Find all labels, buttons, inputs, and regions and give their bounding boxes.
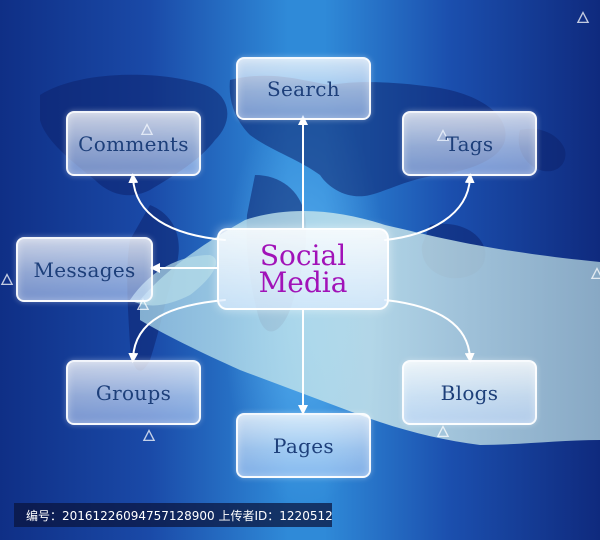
line-blogs	[384, 299, 475, 363]
search-node[interactable]: Search	[236, 57, 371, 120]
comments-node[interactable]: Comments	[66, 111, 201, 176]
image-id-caption: 编号：20161226094757128900 上传者ID：1220512	[14, 503, 333, 527]
flame-icon: 🜂	[142, 426, 156, 445]
flame-icon: 🜂	[436, 422, 450, 441]
line-comments	[128, 173, 226, 241]
center-label-line1: Social	[259, 239, 347, 272]
messages-node[interactable]: Messages	[16, 237, 153, 302]
line-tags	[384, 173, 475, 241]
center-label-line2: Media	[258, 266, 348, 299]
blogs-node[interactable]: Blogs	[402, 360, 537, 425]
flame-icon: 🜂	[0, 270, 14, 289]
social-media-node[interactable]: Social Media	[217, 228, 389, 310]
flame-icon: 🜂	[576, 8, 590, 27]
flame-icon: 🜂	[590, 264, 600, 283]
pages-node[interactable]: Pages	[236, 413, 371, 478]
tags-node[interactable]: Tags	[402, 111, 537, 176]
groups-node[interactable]: Groups	[66, 360, 201, 425]
